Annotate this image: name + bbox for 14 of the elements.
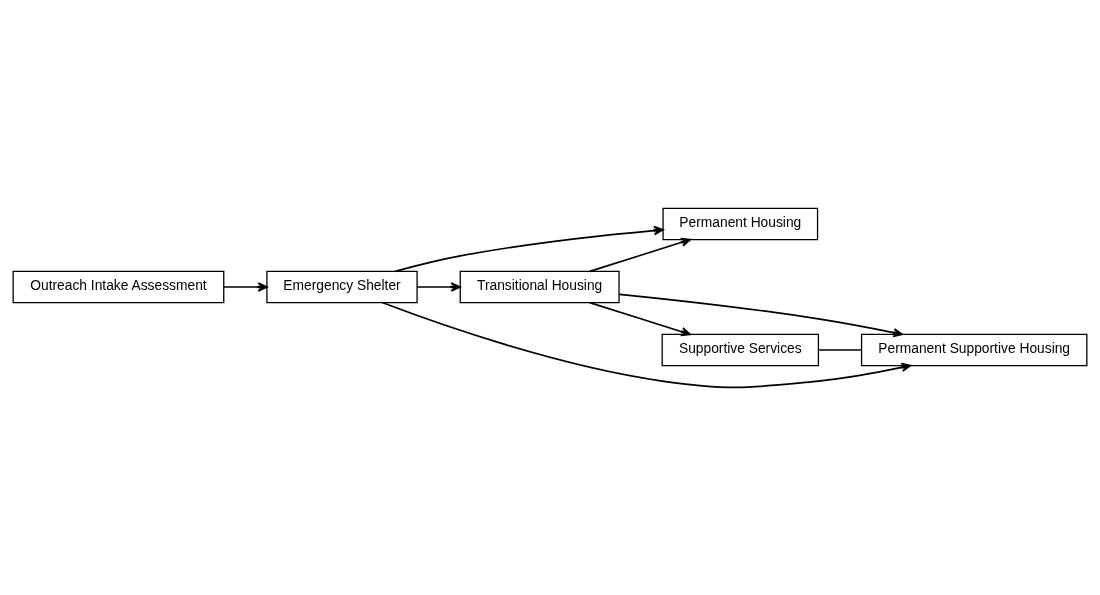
node-box: Emergency Shelter (266, 270, 418, 303)
arrow (588, 237, 691, 272)
arrow (381, 301, 912, 388)
connector (817, 348, 863, 351)
node-box: Outreach Intake Assessment (12, 270, 225, 303)
arrow (394, 225, 664, 272)
node-box: Permanent Housing (662, 207, 819, 240)
arrow (416, 281, 461, 292)
node-box: Permanent Supportive Housing (860, 333, 1088, 366)
node-box: Transitional Housing (459, 270, 620, 303)
node-box: Supportive Services (661, 333, 820, 366)
arrow (223, 281, 268, 292)
arrow (618, 292, 904, 337)
arrow (588, 301, 691, 336)
